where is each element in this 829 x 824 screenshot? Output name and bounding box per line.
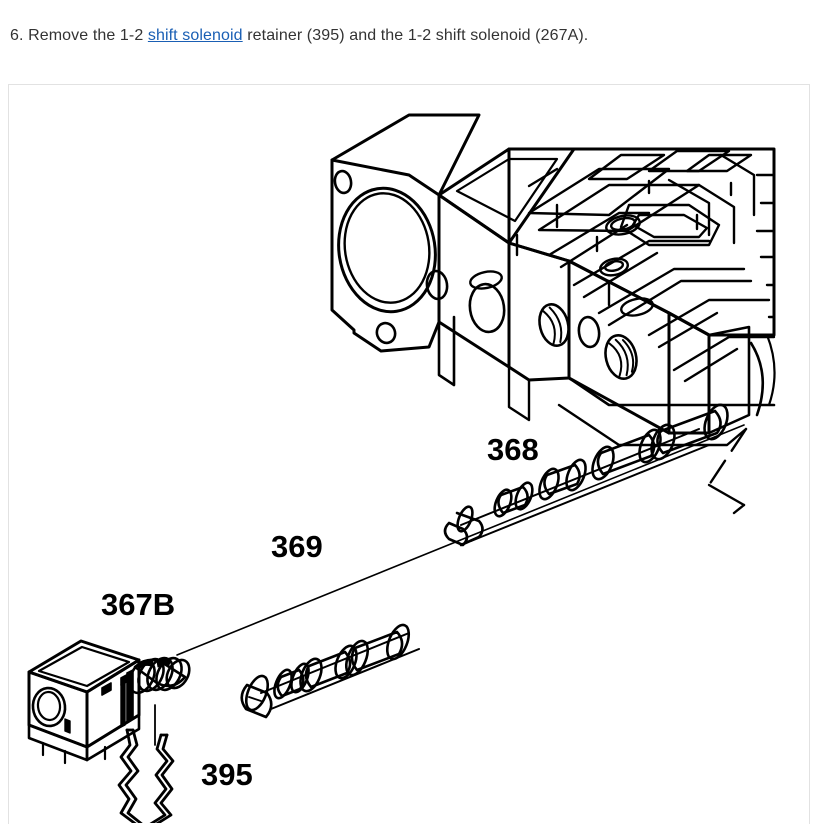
callout-label-369: 369 <box>271 529 323 564</box>
callout-label-367b: 367B <box>101 587 175 622</box>
shift-solenoid-link[interactable]: shift solenoid <box>147 27 243 44</box>
step-number: 6. <box>10 27 24 44</box>
exploded-view-diagram: 368 369 367B 395 <box>27 113 776 823</box>
accumulator-valve-spool-369 <box>240 623 420 719</box>
assembly-axis-line <box>176 424 745 656</box>
shift-valve-spool-368 <box>443 403 729 547</box>
callout-label-395: 395 <box>201 757 253 792</box>
retainer-clip-395 <box>117 728 175 823</box>
step-instruction-text: 6. Remove the 1-2 shift solenoid retaine… <box>10 26 819 46</box>
shift-solenoid-367b <box>27 639 191 765</box>
step-text-before-link: Remove the 1-2 <box>23 27 148 44</box>
step-text-after-link: retainer (395) and the 1-2 shift solenoi… <box>242 27 589 44</box>
assembly-leader-line <box>557 403 748 515</box>
valve-body-illustration <box>330 113 776 435</box>
callout-label-368: 368 <box>487 432 539 467</box>
instruction-block: 6. Remove the 1-2 shift solenoid retaine… <box>0 0 829 62</box>
figure-container: 368 369 367B 395 <box>8 84 810 824</box>
